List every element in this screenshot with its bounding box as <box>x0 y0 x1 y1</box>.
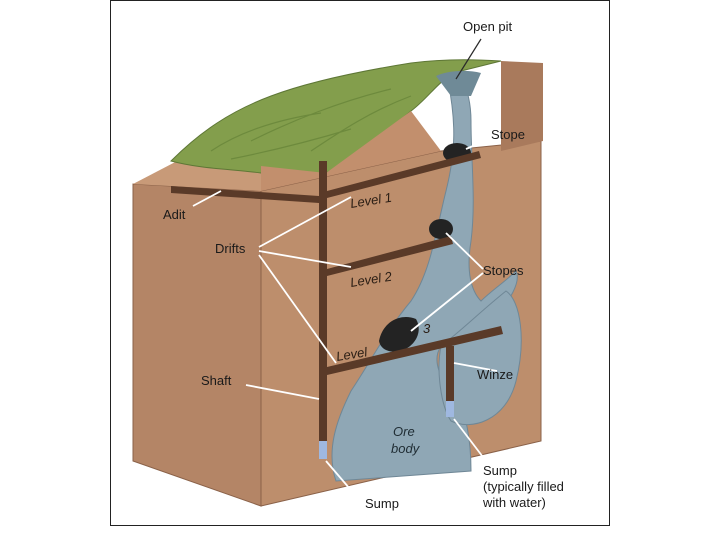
label-shaft: Shaft <box>201 373 232 388</box>
diagram-canvas: Open pit Stope Adit Level 1 Drifts Level… <box>132 19 564 511</box>
label-sump-right-line1: Sump <box>483 463 517 478</box>
leader-drifts-3 <box>258 254 337 364</box>
sump-left-water <box>319 441 327 459</box>
leader-stopes-1 <box>445 232 484 270</box>
leader-open-pit <box>455 38 482 80</box>
mine-cross-section-diagram: Open pit Stope Adit Level 1 Drifts Level… <box>110 0 610 526</box>
label-sump-right-line3: with water) <box>482 495 546 510</box>
leader-stopes-2 <box>410 272 484 332</box>
label-ore-body-line2: body <box>391 441 421 456</box>
label-level-3-word: Level <box>335 344 369 364</box>
leader-stope <box>465 138 490 150</box>
rock-block-left-face <box>132 183 262 507</box>
level-1-drift <box>327 151 481 198</box>
grass-texture <box>210 88 412 160</box>
label-open-pit: Open pit <box>463 19 513 34</box>
level-3-drift <box>327 326 503 375</box>
leader-sump-left <box>325 460 357 497</box>
ground-top-strip <box>261 111 441 191</box>
rock-block-right-face <box>501 61 543 151</box>
leader-shaft <box>245 384 320 400</box>
stope-lower <box>379 317 419 352</box>
open-pit <box>436 70 481 96</box>
ore-body-right-lobe <box>438 290 522 426</box>
ore-body-shape <box>331 75 518 482</box>
leader-adit <box>192 190 222 207</box>
label-level-1: Level 1 <box>349 190 393 211</box>
label-adit: Adit <box>163 207 186 222</box>
label-stope: Stope <box>491 127 525 142</box>
leader-winze <box>453 362 498 372</box>
label-stopes: Stopes <box>483 263 524 278</box>
winze <box>446 346 454 411</box>
shaft <box>319 161 327 459</box>
sump-right-water <box>446 401 454 417</box>
label-sump-left: Sump <box>365 496 399 511</box>
label-winze: Winze <box>477 367 513 382</box>
level-2-drift <box>327 236 453 276</box>
label-level-3-number: 3 <box>423 321 431 336</box>
leader-sump-right <box>453 418 487 462</box>
label-ore-body-line1: Ore <box>393 424 415 439</box>
leader-drifts-2 <box>258 250 352 268</box>
adit-tunnel <box>171 186 319 203</box>
label-drifts: Drifts <box>215 241 246 256</box>
label-sump-right-line2: (typically filled <box>483 479 564 494</box>
label-level-2: Level 2 <box>349 268 394 289</box>
leader-drifts-1 <box>258 196 352 248</box>
